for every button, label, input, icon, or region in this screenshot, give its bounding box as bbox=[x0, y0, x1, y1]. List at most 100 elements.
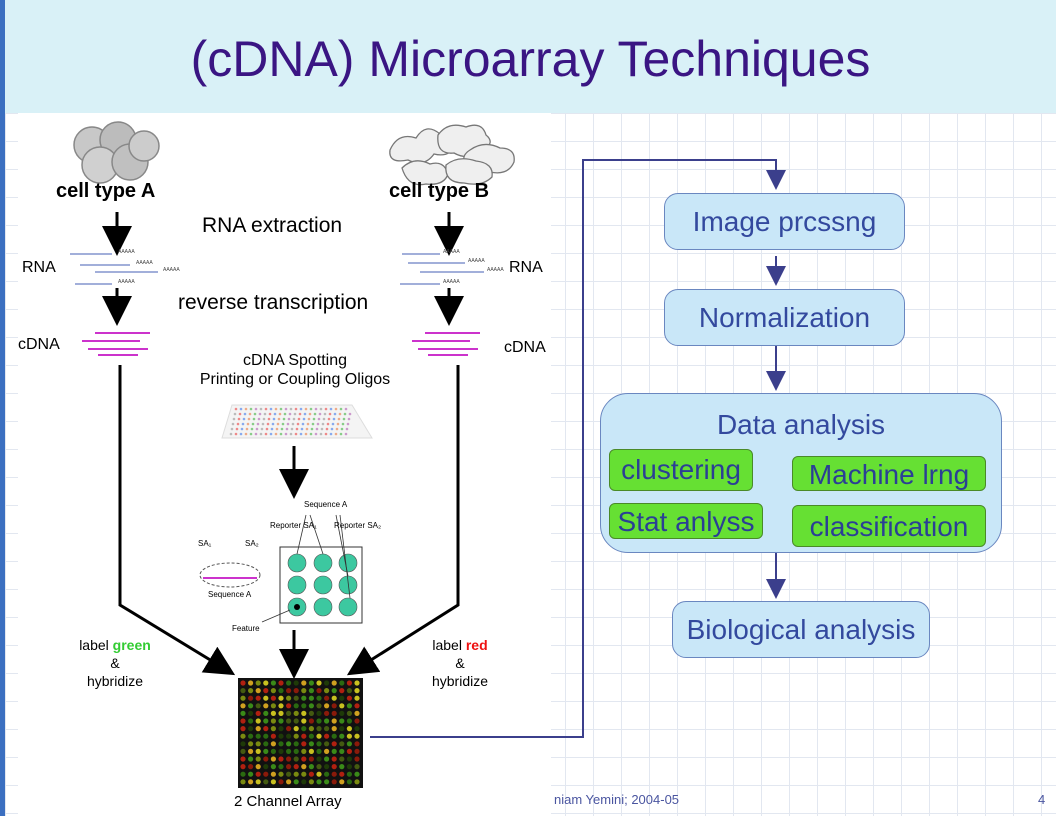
array-spot bbox=[263, 688, 269, 694]
array-caption: 2 Channel Array bbox=[234, 793, 342, 810]
array-spot bbox=[331, 779, 337, 785]
spot-dot bbox=[294, 432, 298, 436]
array-spot bbox=[270, 741, 276, 747]
array-spot bbox=[331, 726, 337, 732]
array-spot bbox=[255, 741, 261, 747]
array-spot bbox=[308, 741, 314, 747]
spot-dot bbox=[272, 417, 276, 421]
spot-dot bbox=[344, 407, 348, 411]
rna-strands-left bbox=[70, 253, 158, 285]
spot-dot bbox=[261, 422, 265, 426]
array-spot bbox=[346, 726, 352, 732]
title-band: (cDNA) Microarray Techniques bbox=[5, 0, 1056, 114]
array-spot bbox=[255, 771, 261, 777]
array-spot bbox=[301, 718, 307, 724]
polya-1: AAAAA bbox=[118, 249, 135, 255]
array-spot bbox=[255, 688, 261, 694]
spot-dot bbox=[229, 432, 233, 436]
array-spot bbox=[293, 756, 299, 762]
array-spot bbox=[248, 748, 254, 755]
array-spot bbox=[308, 764, 314, 770]
spotting-caption: cDNA Spotting Printing or Coupling Oligo… bbox=[190, 351, 400, 389]
array-spot bbox=[270, 695, 276, 701]
array-spot bbox=[240, 695, 246, 701]
spot-dot bbox=[245, 427, 249, 431]
cdna-right bbox=[412, 332, 480, 356]
spot-dot bbox=[249, 407, 253, 411]
spot-dot bbox=[347, 417, 351, 421]
array-spot bbox=[354, 779, 360, 785]
spot-dot bbox=[337, 417, 341, 421]
array-spot bbox=[324, 756, 330, 762]
spot-dot bbox=[250, 427, 254, 431]
array-spot bbox=[255, 733, 261, 739]
spot-dot bbox=[315, 427, 319, 431]
array-spot bbox=[286, 680, 292, 686]
spot-dot bbox=[329, 432, 333, 436]
spotting-line-1: cDNA Spotting bbox=[242, 352, 348, 369]
array-spot bbox=[293, 680, 299, 686]
array-spot bbox=[316, 748, 322, 755]
spot-dot bbox=[233, 412, 237, 416]
array-spot bbox=[339, 764, 345, 770]
array-spot bbox=[270, 710, 276, 717]
array-spot bbox=[248, 756, 254, 762]
rna-extraction-label: RNA extraction bbox=[202, 214, 343, 237]
spot-dot bbox=[274, 407, 278, 411]
array-spot bbox=[308, 779, 314, 785]
spot-dot bbox=[255, 427, 259, 431]
spot-dot bbox=[264, 407, 268, 411]
spot-dot bbox=[297, 417, 301, 421]
spot-dot bbox=[269, 407, 273, 411]
spot-dot bbox=[308, 412, 312, 416]
array-spot bbox=[316, 695, 322, 701]
array-spot bbox=[331, 710, 337, 717]
array-spot bbox=[248, 695, 254, 701]
array-spot bbox=[331, 764, 337, 770]
spot-dot bbox=[249, 432, 253, 436]
array-spot bbox=[248, 703, 254, 709]
array-spot bbox=[316, 733, 322, 739]
array-spot bbox=[316, 764, 322, 770]
array-spot bbox=[354, 764, 360, 770]
polya-8: AAAAA bbox=[443, 279, 460, 285]
array-spot bbox=[316, 756, 322, 762]
array-spot bbox=[293, 718, 299, 724]
array-spot bbox=[263, 710, 269, 717]
array-spot bbox=[339, 726, 345, 732]
array-spot bbox=[301, 756, 307, 762]
spot-dot bbox=[330, 427, 334, 431]
array-spot bbox=[331, 703, 337, 709]
rna-right-label: RNA bbox=[509, 259, 543, 276]
array-spot bbox=[346, 680, 352, 686]
spot-dot bbox=[314, 407, 318, 411]
array-spot bbox=[286, 748, 292, 755]
spot-dot bbox=[253, 412, 257, 416]
spot-dot bbox=[273, 412, 277, 416]
array-spot bbox=[286, 710, 292, 717]
array-spot bbox=[293, 748, 299, 755]
array-spot bbox=[324, 695, 330, 701]
array-spot bbox=[270, 764, 276, 770]
array-spot bbox=[270, 748, 276, 755]
image-processing-box: Image prcssng bbox=[664, 193, 905, 250]
array-spot bbox=[331, 695, 337, 701]
spot-dot bbox=[312, 417, 316, 421]
spot-dot bbox=[338, 412, 342, 416]
array-spot bbox=[324, 703, 330, 709]
spot-dot bbox=[316, 422, 320, 426]
spot-dot bbox=[239, 432, 243, 436]
spot-dot bbox=[234, 432, 238, 436]
spot-dot bbox=[283, 412, 287, 416]
spot-dot bbox=[334, 407, 338, 411]
spot-dot bbox=[324, 407, 328, 411]
array-spot bbox=[248, 718, 254, 724]
spot-dot bbox=[339, 432, 343, 436]
spot-dot bbox=[236, 422, 240, 426]
label-red-word: red bbox=[465, 637, 488, 653]
array-spot bbox=[286, 703, 292, 709]
spot-dot bbox=[240, 427, 244, 431]
array-spot bbox=[324, 726, 330, 732]
array-spot bbox=[301, 688, 307, 694]
spot-dot bbox=[321, 422, 325, 426]
